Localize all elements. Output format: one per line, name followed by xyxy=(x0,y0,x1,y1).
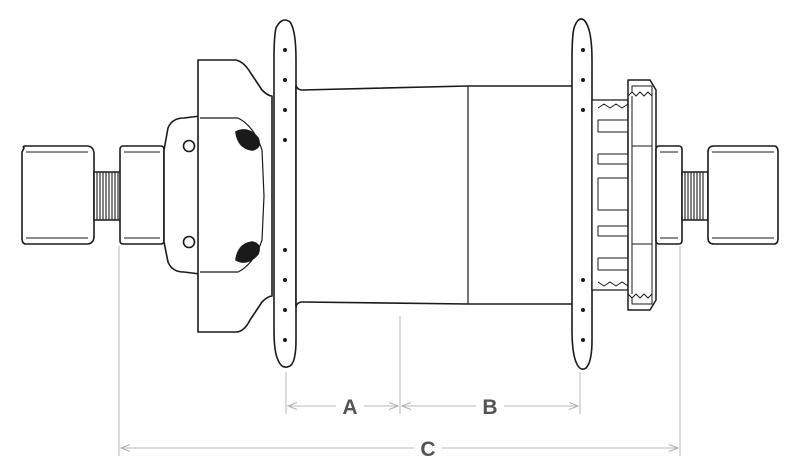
freehub-body xyxy=(591,99,629,291)
right-axle-thread xyxy=(681,171,709,221)
cassette-lockring xyxy=(627,79,657,311)
left-lock-nut xyxy=(119,145,165,245)
extension-lines xyxy=(118,246,681,456)
left-axle-thread xyxy=(93,171,123,221)
left-end-cap xyxy=(21,145,95,245)
rotor-mount-adapter xyxy=(163,115,201,275)
right-end-cap xyxy=(707,145,779,245)
dimension-label-c: C xyxy=(420,438,435,461)
dimension-label-a: A xyxy=(342,396,357,419)
dimension-label-b: B xyxy=(482,396,497,419)
right-lock-nut xyxy=(655,145,683,245)
left-flange-body xyxy=(197,59,273,333)
left-spoke-flange xyxy=(273,19,297,368)
right-spoke-flange xyxy=(571,18,593,370)
hub-shell xyxy=(295,85,575,307)
